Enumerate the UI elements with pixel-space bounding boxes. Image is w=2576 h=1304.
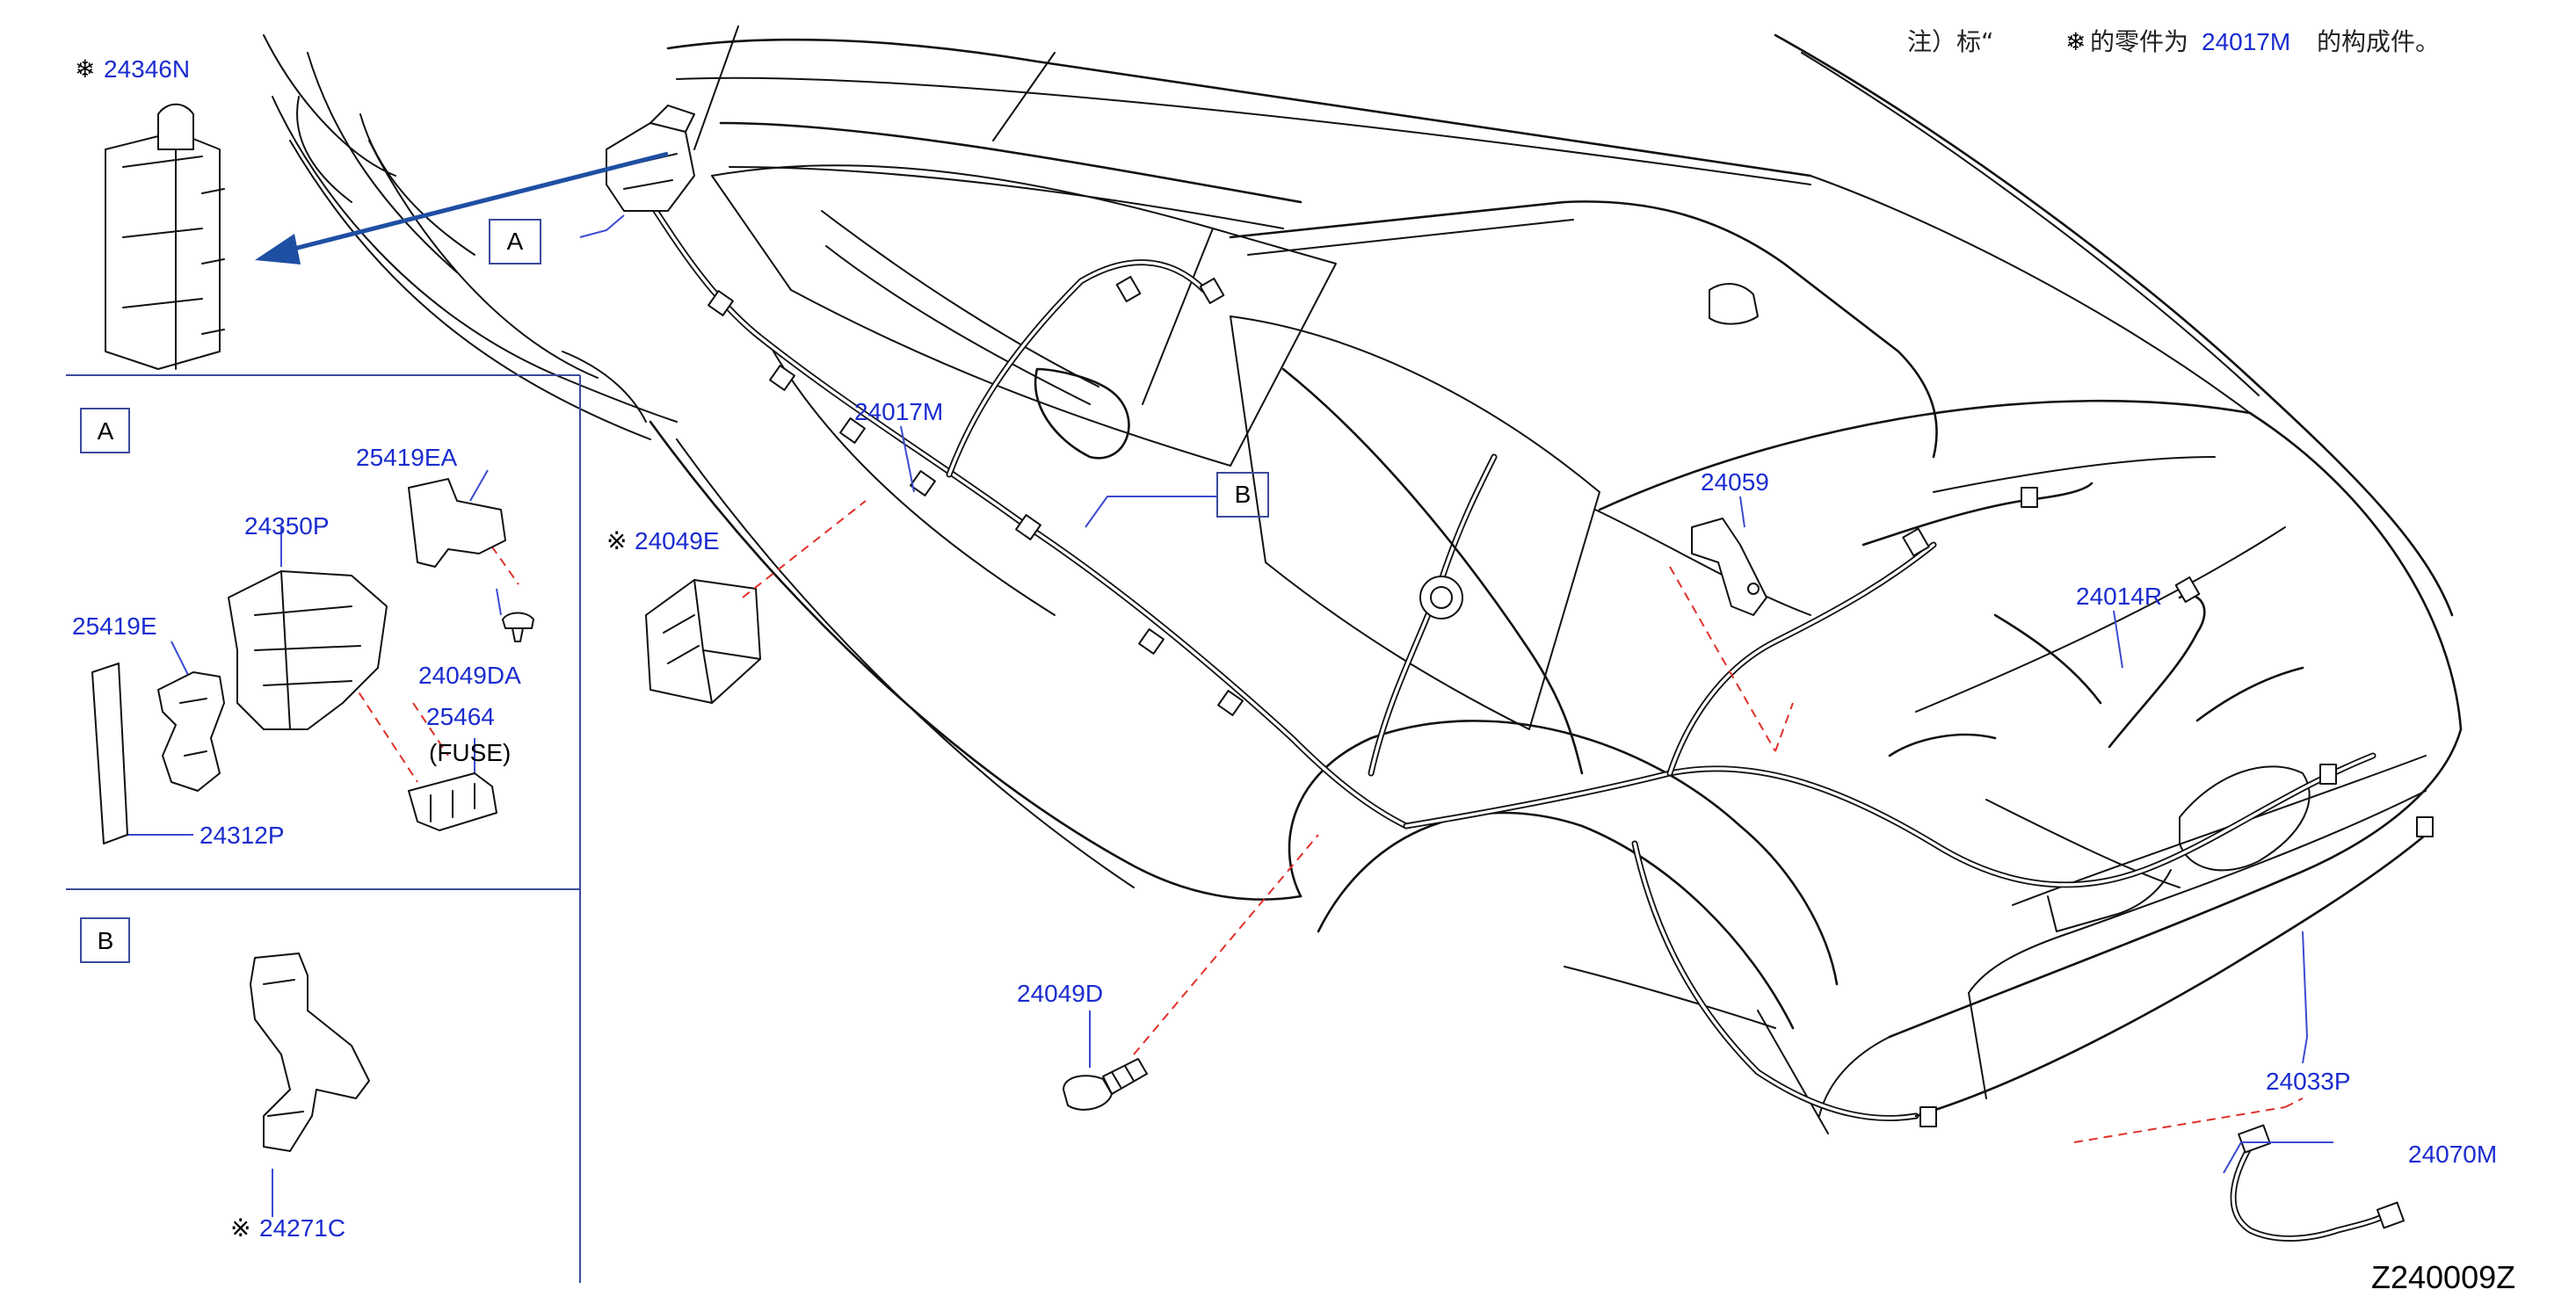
label-25464: 25464 — [426, 703, 495, 730]
reference-mark-icon: ※ — [606, 527, 627, 554]
reference-mark-icon: ※ — [230, 1214, 250, 1242]
wiring-harness-24017M — [629, 172, 2434, 1127]
label-leaders — [123, 214, 2333, 1217]
svg-text:B: B — [1235, 481, 1252, 508]
label-24049DA: 24049DA — [418, 662, 521, 689]
diagram-code: Z240009Z — [2371, 1259, 2515, 1295]
inset-b-letter: B — [98, 927, 114, 954]
parts-note: 注）标“ ❄ 的零件为 24017M 的构成件。 — [1907, 27, 2440, 56]
assembly-leaders — [342, 500, 2304, 1143]
note-prefix: 注）标“ — [1907, 27, 1994, 56]
assembly-direction-arrow — [255, 151, 669, 264]
label-24070M: 24070M — [2408, 1141, 2497, 1168]
note-snowflake-icon: ❄ — [2065, 28, 2086, 55]
part-24049D-drawing — [1063, 1058, 1148, 1111]
part-labels: ❄ 24346N 24017M ※ 24049E 24059 24014R 24… — [72, 55, 2497, 1242]
note-middle: 的零件为 — [2090, 27, 2188, 56]
note-part-ref: 24017M — [2202, 28, 2290, 55]
inset-a: A — [80, 408, 534, 844]
part-24059-drawing — [1691, 518, 1767, 616]
label-24014R: 24014R — [2076, 583, 2162, 610]
label-25419E: 25419E — [72, 612, 157, 640]
part-24070M-drawing — [2230, 1124, 2405, 1242]
snowflake-mark-icon: ❄ — [75, 55, 95, 83]
label-fuse: (FUSE) — [429, 739, 511, 766]
label-24271C: 24271C — [259, 1214, 345, 1242]
label-25419EA: 25419EA — [356, 444, 458, 471]
label-24346N: 24346N — [104, 55, 190, 83]
inset-b: B — [80, 917, 370, 1152]
label-24033P: 24033P — [2266, 1068, 2351, 1095]
callout-box-B: B — [1216, 472, 1269, 518]
part-24346N-drawing — [105, 103, 225, 370]
note-suffix: 的构成件。 — [2317, 27, 2440, 56]
svg-text:A: A — [507, 228, 524, 255]
label-24350P: 24350P — [244, 512, 330, 540]
inset-frames — [66, 374, 581, 1283]
label-24017M: 24017M — [854, 398, 943, 425]
inset-a-letter: A — [98, 417, 114, 445]
vehicle-body-outline — [263, 25, 2463, 1134]
label-24059: 24059 — [1701, 468, 1769, 496]
part-24049E-drawing — [645, 579, 761, 704]
label-24312P: 24312P — [200, 822, 285, 849]
callout-box-A: A — [489, 219, 541, 264]
label-24049E: 24049E — [635, 527, 720, 554]
label-24049D: 24049D — [1017, 980, 1103, 1007]
